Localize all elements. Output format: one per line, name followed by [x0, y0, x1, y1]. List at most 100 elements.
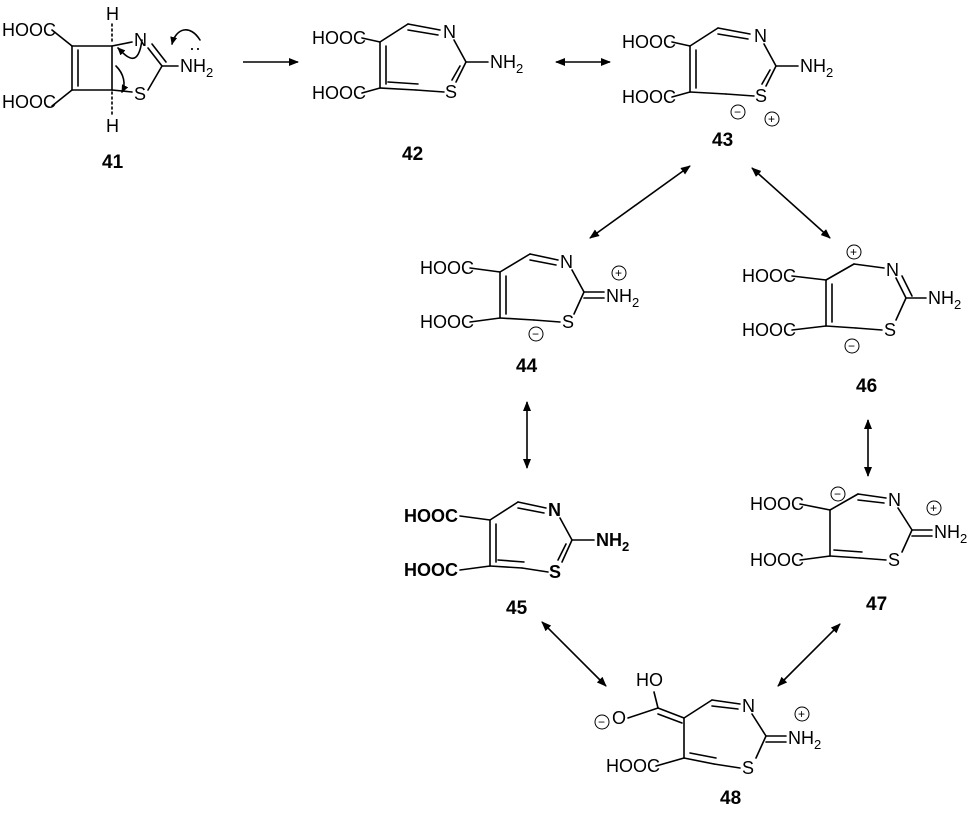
lone-pair: ··: [189, 38, 201, 58]
hooc-label: HOOC: [420, 312, 474, 332]
bond: [825, 263, 855, 281]
bond: [469, 317, 501, 323]
svg-text:−: −: [848, 339, 855, 353]
compound-46: HOOC HOOC N S NH2 + − 46: [742, 244, 961, 397]
o-label: O: [612, 708, 626, 728]
bond: [147, 65, 163, 91]
svg-text:−: −: [532, 327, 539, 341]
bond: [717, 33, 749, 40]
bond: [683, 699, 713, 719]
hooc-label: HOOC: [742, 320, 796, 340]
bond: [361, 37, 381, 43]
bond: [529, 259, 557, 266]
bond: [407, 23, 441, 31]
bond: [529, 253, 559, 261]
bond: [653, 691, 659, 709]
plus-charge: +: [926, 500, 942, 516]
n-label: N: [443, 22, 456, 42]
compound-41: HOOC HOOC H H N S NH2 ·· 41: [2, 4, 213, 173]
bond: [455, 61, 467, 83]
bond: [489, 501, 519, 521]
bond: [657, 713, 683, 724]
nh2-label: NH2: [934, 522, 967, 546]
bond: [561, 539, 573, 563]
bond: [717, 27, 751, 35]
n-label: N: [886, 260, 899, 280]
compound-number: 41: [102, 152, 124, 173]
resonance-arrow: [777, 623, 841, 687]
compound-number: 47: [866, 594, 887, 615]
bond: [901, 529, 913, 553]
compound-number: 45: [506, 598, 528, 619]
nh2-label: NH2: [490, 52, 523, 76]
bond: [459, 565, 491, 571]
bond: [711, 705, 739, 710]
bond: [111, 41, 133, 47]
bond: [557, 543, 567, 561]
resonance-arrow: [751, 167, 831, 239]
bond: [711, 699, 741, 705]
compound-42: HOOC HOOC N S NH2 42: [312, 22, 523, 165]
compound-number: 48: [720, 788, 741, 809]
compound-45: HOOC HOOC N S NH2 45: [404, 500, 629, 619]
bond: [571, 269, 585, 293]
bond: [489, 565, 523, 569]
bond: [379, 23, 409, 43]
svg-text:−: −: [734, 105, 741, 119]
bond: [689, 91, 727, 95]
compound-number: 44: [516, 356, 538, 377]
bond: [517, 501, 547, 509]
svg-text:+: +: [850, 245, 857, 259]
nh2-label: NH2: [180, 56, 213, 80]
svg-text:+: +: [930, 501, 937, 515]
compound-number: 42: [402, 144, 423, 165]
n-label: N: [754, 26, 767, 46]
bond: [689, 27, 719, 47]
minus-charge: −: [730, 104, 746, 120]
nh2-label: NH2: [788, 728, 821, 752]
svg-text:+: +: [768, 112, 775, 126]
plus-charge: +: [764, 111, 780, 127]
compound-number: 43: [712, 130, 733, 151]
bond: [855, 327, 883, 331]
curved-arrow: [117, 39, 143, 60]
hooc-label: HOOC: [622, 87, 676, 107]
ho-label: HO: [636, 670, 663, 690]
s-label: S: [755, 86, 767, 106]
bond: [755, 735, 767, 759]
n-label: N: [742, 696, 755, 716]
bond: [895, 277, 907, 299]
svg-text:+: +: [615, 266, 622, 280]
hooc-label: HOOC: [404, 560, 458, 580]
n-label: N: [560, 252, 573, 272]
bond: [497, 559, 525, 563]
bond: [833, 549, 863, 553]
bond: [517, 507, 545, 514]
bond: [713, 763, 741, 769]
svg-text:−: −: [834, 487, 841, 501]
bond: [897, 507, 913, 531]
bond: [573, 291, 585, 315]
svg-text:−: −: [598, 715, 605, 729]
bond: [387, 81, 419, 85]
bond: [689, 752, 717, 759]
hooc-label: HOOC: [622, 32, 676, 52]
bond: [895, 297, 907, 321]
plus-charge: +: [794, 706, 810, 722]
bond: [791, 275, 827, 281]
compound-48: HO − O N NH2 + S HOOC 48: [594, 670, 821, 809]
resonance-arrow: [589, 165, 691, 239]
bond: [657, 707, 685, 719]
bond: [499, 317, 535, 321]
hooc-label: HOOC: [750, 494, 804, 514]
bond: [559, 517, 573, 541]
hooc-label: HOOC: [2, 20, 56, 40]
bond: [415, 89, 445, 93]
plus-charge: +: [846, 244, 862, 260]
bond: [147, 47, 163, 67]
bond: [859, 557, 887, 561]
bond: [655, 757, 685, 767]
bond: [761, 69, 771, 85]
bond: [51, 89, 73, 107]
